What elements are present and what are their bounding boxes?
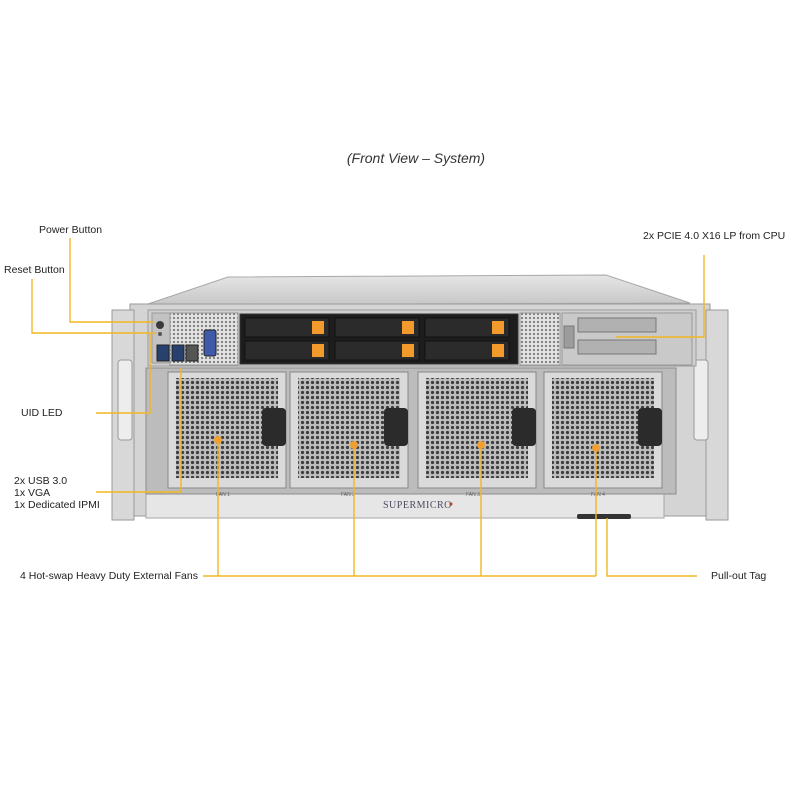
vent-mesh-right	[519, 312, 561, 366]
fan-module-1	[167, 371, 287, 489]
brand-logo-dot	[449, 502, 453, 506]
pcie-slot-2	[577, 339, 657, 355]
usb-label: 2x USB 3.0	[14, 475, 68, 487]
fans-label: 4 Hot-swap Heavy Duty External Fans	[20, 570, 198, 582]
ipmi-port	[185, 344, 199, 362]
usb-port-1	[156, 344, 170, 362]
fan-2-label: FAN 2	[341, 492, 355, 498]
right-rack-ear	[705, 309, 729, 521]
power-button-label: Power Button	[39, 224, 103, 236]
fan-module-2	[289, 371, 409, 489]
pull-out-tag	[577, 514, 631, 519]
uid-led-label: UID LED	[21, 407, 63, 419]
drive-bays	[244, 317, 510, 361]
ipmi-label: 1x Dedicated IPMI	[14, 499, 100, 511]
fan-module-4	[543, 371, 663, 489]
vga-label: 1x VGA	[14, 487, 51, 499]
vga-port	[203, 329, 217, 357]
pcie-label: 2x PCIE 4.0 X16 LP from CPU	[643, 230, 786, 242]
reset-button-label: Reset Button	[4, 264, 65, 276]
pcie-slot-1	[577, 317, 657, 333]
power-button	[156, 321, 164, 329]
figure-caption: (Front View – System)	[346, 150, 486, 166]
right-handle	[693, 359, 709, 441]
chassis-top	[144, 274, 691, 306]
bottom-tray	[145, 491, 665, 519]
brand-logo-text: SUPERMICRO	[383, 500, 452, 511]
io-ports-label: 2x USB 3.0 1x VGA 1x Dedicated IPMI	[14, 475, 100, 511]
fan-4-label: FAN 4	[591, 492, 605, 498]
reset-button	[158, 332, 162, 336]
pull-out-tag-label: Pull-out Tag	[711, 570, 767, 582]
left-handle	[117, 359, 133, 441]
usb-port-2	[171, 344, 185, 362]
fan-1-label: FAN 1	[216, 492, 230, 498]
fan-3-label: FAN 3	[466, 492, 480, 498]
fan-module-3	[417, 371, 537, 489]
